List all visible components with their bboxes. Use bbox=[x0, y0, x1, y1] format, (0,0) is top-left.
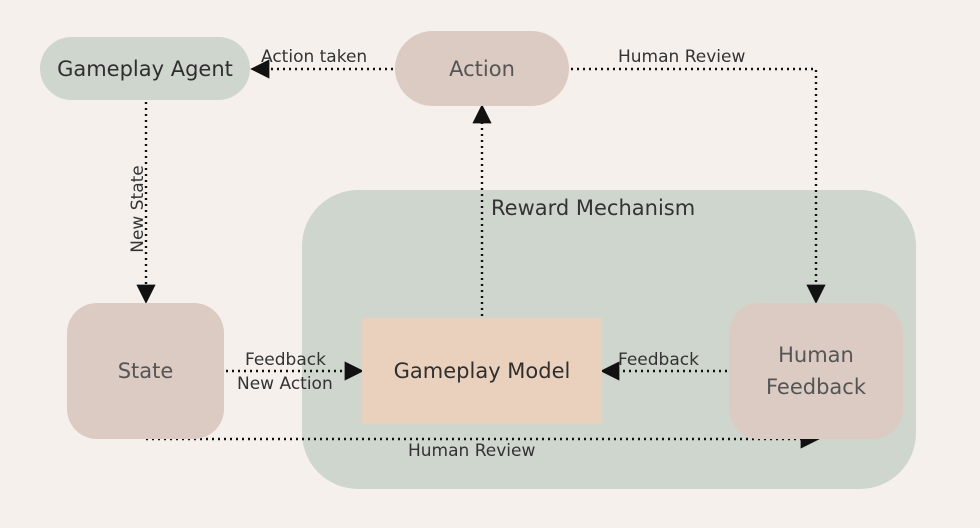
edge-label-feedback-state: Feedback bbox=[245, 350, 326, 370]
gameplay-agent-label: Gameplay Agent bbox=[57, 56, 233, 81]
edge-label-human-review-top: Human Review bbox=[618, 47, 746, 67]
edge-label-human-review-bottom: Human Review bbox=[408, 441, 536, 461]
edge-human-review-top bbox=[571, 67, 826, 304]
state-node: State bbox=[67, 303, 224, 439]
gameplay-agent-node: Gameplay Agent bbox=[40, 37, 250, 100]
edge-label-new-state: New State bbox=[128, 165, 148, 253]
edge-label-new-action: New Action bbox=[237, 374, 333, 394]
action-node: Action bbox=[395, 31, 569, 106]
state-label: State bbox=[117, 359, 174, 383]
gameplay-model-node: Gameplay Model bbox=[362, 318, 602, 424]
edge-label-action-taken: Action taken bbox=[261, 47, 368, 67]
gameplay-model-label: Gameplay Model bbox=[393, 359, 571, 383]
human-feedback-node: Human Feedback bbox=[729, 303, 903, 439]
human-feedback-label: Human Feedback bbox=[765, 343, 866, 399]
edge-label-feedback-human: Feedback bbox=[618, 350, 699, 370]
reward-mechanism-label: Reward Mechanism bbox=[491, 196, 696, 220]
action-label: Action bbox=[449, 56, 515, 81]
